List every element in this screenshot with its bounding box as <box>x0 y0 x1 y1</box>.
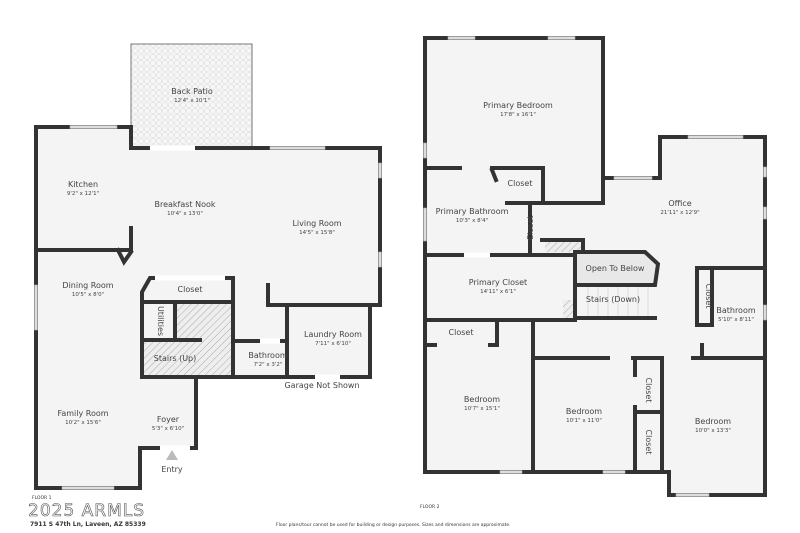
window <box>69 125 118 129</box>
window <box>602 470 626 474</box>
window <box>61 486 115 490</box>
room-label: Stairs (Up) <box>154 354 197 363</box>
window <box>613 176 653 180</box>
disclaimer: Floor plans/tour cannot be used for buil… <box>276 522 511 528</box>
room-dims: 10'5" x 8'0" <box>72 292 104 298</box>
room-label: Closet <box>644 378 653 403</box>
window <box>34 284 38 331</box>
window <box>763 206 767 220</box>
window <box>378 162 382 179</box>
room-dims: 7'11" x 6'10" <box>315 341 351 347</box>
room-dims: 17'8" x 16'1" <box>500 112 536 118</box>
window <box>499 470 523 474</box>
room-dims: 14'5" x 15'8" <box>299 230 335 236</box>
room-dims: 21'11" x 12'9" <box>660 210 699 216</box>
room-label: Kitchen <box>68 180 98 189</box>
room-dims: 9'2" x 12'1" <box>67 191 99 197</box>
room-label: Office <box>668 199 691 208</box>
stairs-down-treads <box>587 287 649 318</box>
stairs-up-area <box>142 340 233 377</box>
room-label: Bedroom <box>695 417 731 426</box>
room-label: Closet <box>449 328 474 337</box>
room-dims: 10'1" x 11'0" <box>566 418 602 424</box>
room-dims: 10'7" x 15'1" <box>464 406 500 412</box>
room-label: Bathroom <box>248 351 288 360</box>
back-patio <box>130 43 253 149</box>
room-label: Closet <box>704 284 713 309</box>
room-dims: 7'2" x 3'2" <box>254 362 283 368</box>
room-dims: 10'3" x 8'4" <box>456 218 488 224</box>
open-to-below-area <box>575 250 658 285</box>
room-dims: 5'3" x 6'10" <box>152 426 184 432</box>
room-label: Closet <box>508 179 533 188</box>
watermark-logo: 2025 ARMLS <box>28 501 145 521</box>
window <box>763 304 767 321</box>
room-dims: 10'2" x 15'6" <box>65 420 101 426</box>
window <box>547 36 576 40</box>
room-label: Foyer <box>157 415 180 424</box>
entry-arrow-icon <box>166 450 178 460</box>
window <box>687 135 744 139</box>
room-label: Bathroom <box>716 306 756 315</box>
floor-1: Back Patio 12'4" x 10'1" Kitchen 9'2" x … <box>32 43 382 501</box>
room-label: Bedroom <box>464 395 500 404</box>
window <box>447 36 476 40</box>
property-address: 7911 S 47th Ln, Laveen, AZ 85339 <box>30 521 146 528</box>
hatch <box>563 300 575 318</box>
window <box>269 146 326 150</box>
room-label: Laundry Room <box>304 330 362 339</box>
window <box>423 142 427 159</box>
room-label: Primary Bathroom <box>436 207 509 216</box>
window <box>378 251 382 268</box>
room-label: Primary Bedroom <box>483 101 553 110</box>
room-dims: 10'0" x 13'3" <box>695 428 731 434</box>
room-dims: 10'4" x 13'0" <box>167 211 203 217</box>
hatch <box>545 240 583 252</box>
room-dims: 14'11" x 6'1" <box>480 289 516 295</box>
room-dims: 5'10" x 8'11" <box>718 317 754 323</box>
room-label: Dining Room <box>62 281 113 290</box>
room-label: Breakfast Nook <box>154 200 215 209</box>
window <box>675 493 710 497</box>
room-dims: 12'4" x 10'1" <box>174 98 210 104</box>
room-label: Utilities <box>156 306 165 336</box>
room-label: Family Room <box>57 409 108 418</box>
floor-2-label: FLOOR 2 <box>420 504 440 510</box>
entry-label: Entry <box>161 465 183 474</box>
garage-note: Garage Not Shown <box>284 381 359 390</box>
room-label: Bedroom <box>566 407 602 416</box>
room-label: Open To Below <box>586 264 645 273</box>
floor-1-label: FLOOR 1 <box>32 495 52 501</box>
room-label: Primary Closet <box>469 278 527 287</box>
room-label: Stairs (Down) <box>586 295 640 304</box>
floor-2: Primary Bedroom 17'8" x 16'1" Closet Pri… <box>420 36 767 510</box>
stairs-hatch <box>175 302 233 340</box>
room-label: Closet <box>526 216 535 241</box>
room-label: Back Patio <box>171 87 213 96</box>
room-label: Closet <box>178 285 203 294</box>
room-label: Living Room <box>292 219 341 228</box>
window <box>763 166 767 178</box>
window <box>423 207 427 242</box>
room-label: Closet <box>644 430 653 455</box>
